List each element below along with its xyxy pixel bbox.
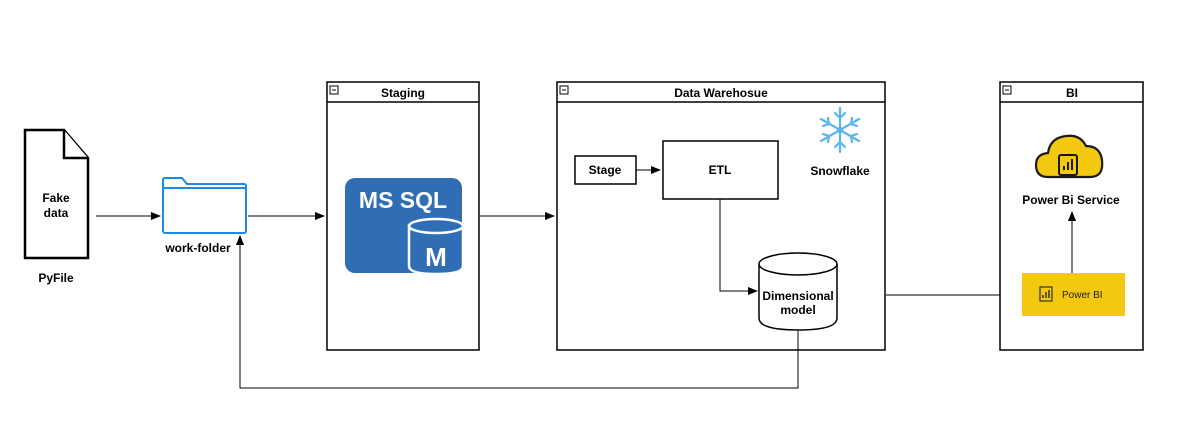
- mssql-logo-letter: M: [425, 242, 447, 272]
- snowflake-caption: Snowflake: [810, 164, 870, 178]
- pyfile-label-line1: Fake: [42, 191, 70, 205]
- work-folder-caption: work-folder: [164, 241, 231, 255]
- etl-label: ETL: [709, 163, 732, 177]
- pyfile-label-line2: data: [44, 206, 69, 220]
- power-bi-label: Power BI: [1062, 290, 1103, 301]
- snowflake-icon: [819, 106, 861, 154]
- power-bi-icon: [1039, 286, 1053, 302]
- dimensional-model-node[interactable]: Dimensional model: [758, 252, 838, 331]
- folder-icon[interactable]: [162, 177, 247, 234]
- power-bi-service-cloud-icon: [1034, 134, 1104, 179]
- mssql-logo-icon: MS SQL M: [345, 178, 465, 276]
- data-warehouse-container[interactable]: Data Warehosue: [556, 81, 886, 351]
- dimensional-model-label-line1: Dimensional: [762, 289, 833, 303]
- edge-etl-to-model: [719, 199, 758, 295]
- data-warehouse-title: Data Warehosue: [674, 86, 768, 100]
- etl-node[interactable]: ETL: [662, 140, 779, 200]
- power-bi-node[interactable]: Power BI: [1022, 273, 1125, 316]
- dimensional-model-label-line2: model: [780, 303, 815, 317]
- stage-label: Stage: [589, 163, 622, 177]
- bi-title: BI: [1066, 86, 1078, 100]
- mssql-logo-text: MS SQL: [359, 187, 447, 213]
- staging-title: Staging: [381, 86, 425, 100]
- stage-node[interactable]: Stage: [574, 155, 637, 185]
- pyfile-caption: PyFile: [38, 271, 74, 285]
- power-bi-service-caption: Power Bi Service: [1022, 193, 1120, 207]
- pyfile-document-icon[interactable]: Fake data: [23, 128, 90, 260]
- edge-model-to-folder: [236, 235, 799, 389]
